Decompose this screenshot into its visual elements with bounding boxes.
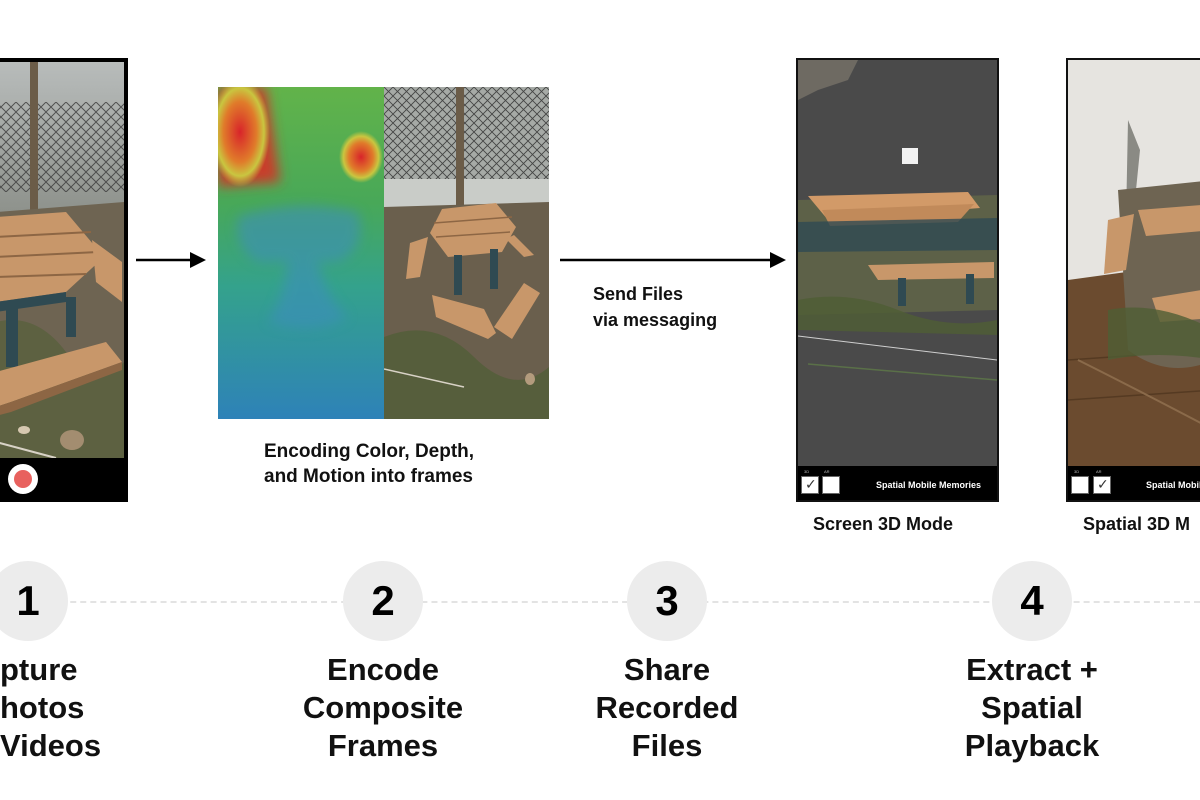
- timeline-dashed-line: [0, 601, 1200, 603]
- step-2-circle: 2: [343, 561, 423, 641]
- viewer-controls-bar: 3D AR Spatial Mobile: [1068, 466, 1200, 500]
- step-1-number: 1: [16, 577, 40, 624]
- arrow-right-icon: [136, 250, 208, 270]
- step-2-title: Encode Composite Frames: [263, 651, 503, 765]
- step-4-line1: Extract +: [966, 652, 1098, 687]
- camera-controls-bar: [0, 458, 126, 500]
- step-1-circle: 1: [0, 561, 68, 641]
- step-3-line1: Share: [623, 652, 711, 687]
- mode-ar-label: AR: [1096, 469, 1102, 474]
- mode-3d-label: 3D: [804, 469, 810, 474]
- app-brand-label: Spatial Mobile: [1146, 480, 1200, 490]
- step-2-line3: Frames: [327, 728, 439, 763]
- mode-ar-checkbox[interactable]: [1093, 476, 1111, 494]
- step-3-title: Share Recorded Files: [547, 651, 787, 765]
- spatial-3d-phone: 3D AR Spatial Mobile: [1066, 58, 1200, 502]
- capture-phone: [0, 58, 128, 502]
- mode-3d-label: 3D: [1074, 469, 1080, 474]
- mode-3d-checkbox[interactable]: [801, 476, 819, 494]
- color-image: [384, 87, 549, 419]
- viewer-controls-bar: 3D AR Spatial Mobile Memories: [798, 466, 997, 500]
- step-4-line3: Playback: [964, 728, 1100, 763]
- screen-3d-phone: 3D AR Spatial Mobile Memories: [796, 58, 999, 502]
- step-4-number: 4: [1020, 577, 1044, 624]
- step-1-line3: Videos: [0, 728, 102, 763]
- composite-frame: [218, 87, 549, 419]
- composite-caption-line1: Encoding Color, Depth,: [264, 441, 475, 462]
- spatial-3d-viewport[interactable]: [1068, 60, 1200, 466]
- spatial-3d-caption: Spatial 3D M: [1083, 514, 1191, 534]
- step-4-title: Extract + Spatial Playback: [912, 651, 1152, 765]
- step-1-line2: hotos: [0, 690, 85, 725]
- share-label-line1: Send Files: [593, 284, 684, 304]
- step-1-line1: pture: [0, 652, 78, 687]
- composite-caption-line2: and Motion into frames: [264, 466, 473, 487]
- step-3-line2: Recorded: [595, 690, 739, 725]
- app-brand-label: Spatial Mobile Memories: [876, 480, 982, 490]
- share-label-line2: via messaging: [593, 310, 718, 330]
- mode-ar-checkbox[interactable]: [822, 476, 840, 494]
- step-3-number: 3: [655, 577, 679, 624]
- arrow-right-icon: [560, 250, 788, 270]
- step-3-line3: Files: [631, 728, 703, 763]
- screen-3d-viewport[interactable]: [798, 60, 997, 466]
- step-2-number: 2: [371, 577, 395, 624]
- step-1-title: pture hotos Videos: [0, 651, 140, 765]
- depth-map: [218, 87, 384, 419]
- step-2-line1: Encode: [327, 652, 439, 687]
- record-button-icon[interactable]: [8, 464, 38, 494]
- mode-ar-label: AR: [824, 469, 830, 474]
- step-3-circle: 3: [627, 561, 707, 641]
- screen-3d-caption: Screen 3D Mode: [813, 514, 954, 534]
- step-2-line2: Composite: [302, 690, 464, 725]
- camera-preview: [0, 62, 124, 460]
- step-4-line2: Spatial: [981, 690, 1083, 725]
- mode-3d-checkbox[interactable]: [1071, 476, 1089, 494]
- step-4-circle: 4: [992, 561, 1072, 641]
